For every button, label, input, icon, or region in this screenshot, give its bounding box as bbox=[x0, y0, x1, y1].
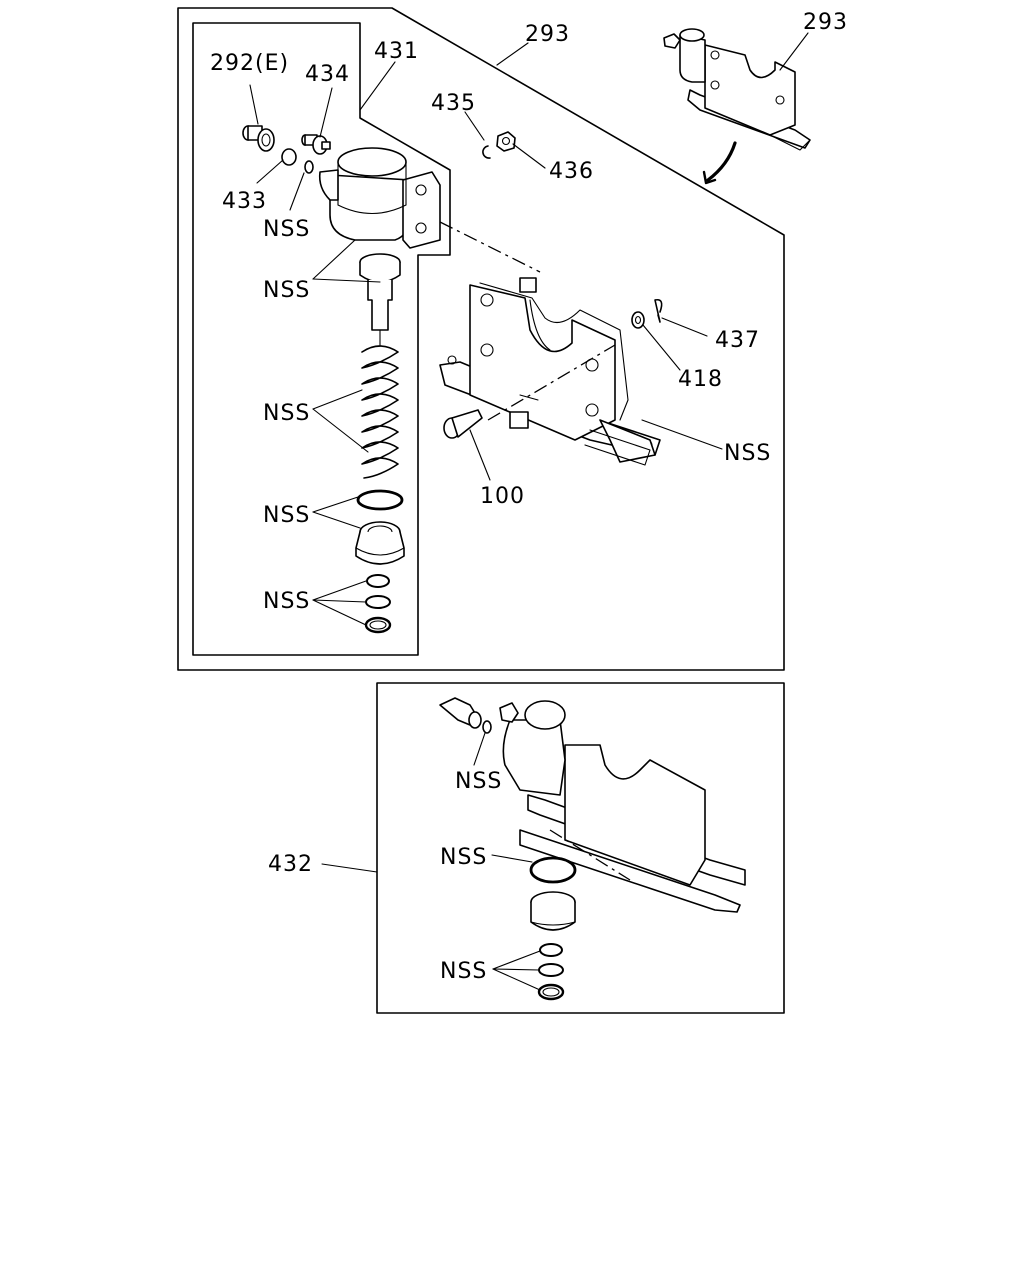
latch-bracket bbox=[439, 277, 661, 466]
label-435: 435 bbox=[431, 91, 476, 116]
label-nss-spring: NSS bbox=[263, 401, 310, 426]
inset-fitting bbox=[439, 697, 482, 729]
fitting-434 bbox=[301, 134, 331, 155]
piston bbox=[359, 253, 401, 346]
fitting-292e bbox=[242, 125, 275, 152]
label-434: 434 bbox=[305, 62, 350, 87]
label-293-main: 293 bbox=[525, 22, 570, 47]
leader-lines bbox=[249, 32, 809, 991]
label-437: 437 bbox=[715, 328, 760, 353]
label-nss-inset-seal: NSS bbox=[440, 845, 487, 870]
oring-small bbox=[304, 160, 314, 174]
nut-436 bbox=[496, 131, 516, 152]
label-nss-rings: NSS bbox=[263, 589, 310, 614]
assembly-preview-293 bbox=[663, 28, 811, 185]
inset-small-rings bbox=[537, 943, 565, 1001]
label-418: 418 bbox=[678, 367, 723, 392]
label-nss-small-oring: NSS bbox=[263, 217, 310, 242]
inset-small-oring bbox=[482, 720, 492, 734]
inset-432-frame bbox=[376, 682, 785, 1014]
label-nss-piston: NSS bbox=[263, 278, 310, 303]
label-292e: 292(E) bbox=[210, 51, 289, 76]
washer-433 bbox=[281, 148, 297, 166]
small-rings bbox=[364, 574, 392, 634]
inset-cylinder-assembly bbox=[499, 700, 746, 913]
cylinder-housing bbox=[318, 147, 441, 249]
inset-seal bbox=[530, 891, 576, 931]
label-431: 431 bbox=[374, 39, 419, 64]
spring bbox=[361, 345, 399, 479]
label-nss-inset-oring: NSS bbox=[455, 769, 502, 794]
large-oring bbox=[356, 489, 404, 511]
label-432: 432 bbox=[268, 852, 313, 877]
circlip-435 bbox=[482, 145, 491, 159]
label-nss-seal: NSS bbox=[263, 503, 310, 528]
label-436: 436 bbox=[549, 159, 594, 184]
label-nss-bracket: NSS bbox=[724, 441, 771, 466]
label-433: 433 bbox=[222, 189, 267, 214]
clip-pin-437 bbox=[654, 298, 663, 323]
main-frame bbox=[177, 7, 785, 671]
inset-large-oring bbox=[529, 856, 577, 884]
seal-cup bbox=[355, 521, 405, 565]
label-100: 100 bbox=[480, 484, 525, 509]
bolt-100 bbox=[443, 409, 483, 439]
label-293-preview: 293 bbox=[803, 10, 848, 35]
label-nss-inset-rings: NSS bbox=[440, 959, 487, 984]
washer-418 bbox=[631, 311, 645, 329]
assembly-431-frame bbox=[192, 22, 451, 656]
